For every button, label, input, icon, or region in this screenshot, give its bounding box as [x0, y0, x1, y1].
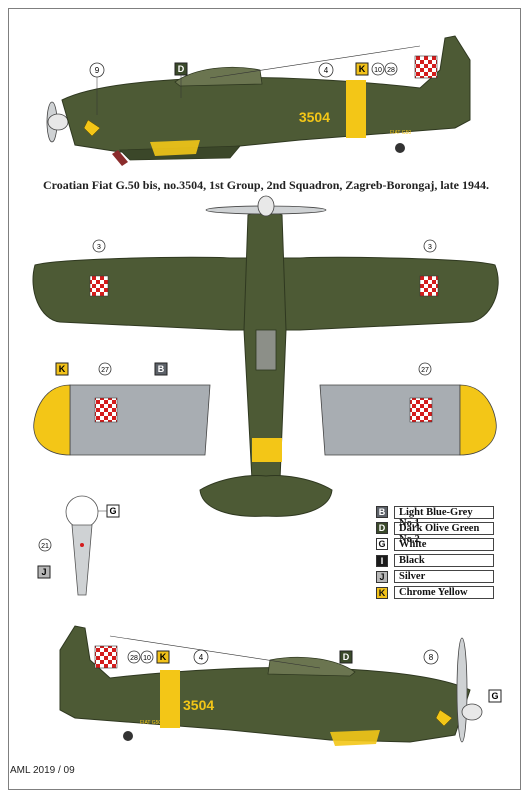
legend-code: B	[376, 506, 388, 518]
legend-row: I Black	[376, 554, 494, 568]
exhaust-yellow	[150, 140, 200, 156]
prop-hub	[65, 495, 99, 529]
marker-K-left	[55, 362, 69, 376]
svg-text:D: D	[178, 64, 185, 74]
marker-B-left	[154, 362, 168, 376]
plan-yellow-band	[252, 438, 282, 462]
fuselage-bottom	[59, 625, 471, 743]
underwing-left-panel	[69, 384, 211, 456]
callout-21: 21	[41, 543, 49, 550]
legend-label: Silver	[394, 570, 494, 584]
legend-row: K Chrome Yellow	[376, 586, 494, 600]
callout-3-right: 3	[428, 244, 432, 251]
marker-K-bottom	[156, 650, 170, 664]
callout-10-circle-top	[371, 62, 385, 76]
underwing-left-tip	[33, 384, 71, 456]
legend-row: B Light Blue-Grey No.1	[376, 505, 494, 529]
legend-label: Dark Olive Green No.2	[394, 521, 494, 545]
legend-code: J	[376, 570, 388, 583]
landing-gear	[112, 150, 128, 166]
prop-blade	[71, 524, 93, 596]
callout-28-circle-top	[384, 62, 398, 76]
callout-9: 9	[95, 66, 100, 75]
underwing-left: K 27 B	[33, 362, 211, 456]
legend-code: K	[376, 586, 388, 599]
footer-code: AML 2019 / 09	[10, 765, 75, 776]
emblem-top	[83, 119, 101, 137]
svg-text:K: K	[160, 652, 167, 662]
tail-wheel-bottom	[123, 731, 133, 741]
emblem-bottom	[435, 709, 453, 727]
underwing-right-panel	[319, 384, 461, 456]
svg-text:B: B	[158, 364, 165, 374]
legend-row: G White	[376, 537, 494, 551]
antenna-wire	[209, 45, 421, 79]
svg-text:G: G	[109, 506, 116, 516]
serial-bottom: 3504	[183, 697, 214, 713]
side-profile-bottom: 3504 FIAT G50	[59, 625, 483, 746]
callout-3-right-circle	[423, 239, 437, 253]
callout-8: 8	[429, 653, 434, 662]
plan-tailplane	[199, 475, 333, 517]
legend-code: I	[376, 554, 388, 567]
marker-G-bottom	[488, 689, 502, 703]
fiat-badge-bottom: FIAT G50	[140, 720, 161, 726]
callout-27-right: 27	[421, 367, 429, 374]
legend-code: D	[376, 522, 388, 535]
svg-text:D: D	[343, 652, 350, 662]
legend-label: Black	[394, 554, 494, 568]
spinner-bottom	[461, 703, 483, 721]
underwing-left-checker	[94, 397, 118, 423]
callout-28-bottom: 28	[130, 655, 138, 662]
yellow-band	[346, 80, 366, 138]
underwing-right-tip	[459, 384, 497, 456]
wing-checker-right	[419, 275, 439, 297]
plan-view: 3 3	[32, 195, 499, 517]
fuselage	[61, 35, 471, 153]
plan-cockpit	[255, 329, 277, 371]
marker-J-prop	[37, 565, 51, 579]
antenna-wire-bottom	[109, 635, 321, 669]
prop-blade-detail: G 21 J	[37, 495, 120, 596]
propeller-blade-bottom	[456, 637, 468, 743]
marker-D-bottom	[339, 650, 353, 664]
svg-text:K: K	[59, 364, 66, 374]
callout-10-bottom: 10	[143, 655, 151, 662]
tail-wheel	[395, 143, 405, 153]
tail-checker	[414, 55, 438, 79]
callout-10-top: 10	[374, 67, 382, 74]
wing-checker-left	[89, 275, 109, 297]
caption: Croatian Fiat G.50 bis, no.3504, 1st Gro…	[43, 178, 489, 192]
callout-27-left: 27	[101, 367, 109, 374]
callout-3-left: 3	[97, 244, 101, 251]
legend-code: G	[376, 538, 388, 551]
callout-3-left-circle	[92, 239, 106, 253]
callout-4-top: 4	[324, 66, 329, 75]
spinner	[47, 113, 69, 131]
underwing-right-checker	[409, 397, 433, 423]
prop-red-dot	[80, 543, 84, 547]
callout-4-circle-top	[318, 62, 334, 78]
legend-label: White	[394, 537, 494, 551]
marker-K-top	[355, 62, 369, 76]
callout-4-bottom: 4	[199, 653, 204, 662]
underwing-right: 27	[319, 362, 497, 456]
plan-spinner	[257, 195, 275, 217]
svg-text:K: K	[359, 64, 366, 74]
tail-checker-bottom	[94, 645, 118, 669]
legend-row: D Dark Olive Green No.2	[376, 521, 494, 545]
serial-top: 3504	[299, 109, 330, 125]
legend-row: J Silver	[376, 570, 494, 584]
callout-28-top: 28	[387, 67, 395, 74]
side-profile-top: 3504 FIAT G50	[46, 35, 471, 166]
exhaust-yellow-bottom	[330, 730, 380, 746]
fiat-badge-top: FIAT G50	[390, 130, 411, 136]
svg-text:J: J	[41, 567, 46, 577]
yellow-band-bottom	[160, 670, 180, 728]
legend-label: Light Blue-Grey No.1	[394, 505, 494, 529]
legend-label: Chrome Yellow	[394, 586, 494, 600]
svg-text:G: G	[491, 691, 498, 701]
